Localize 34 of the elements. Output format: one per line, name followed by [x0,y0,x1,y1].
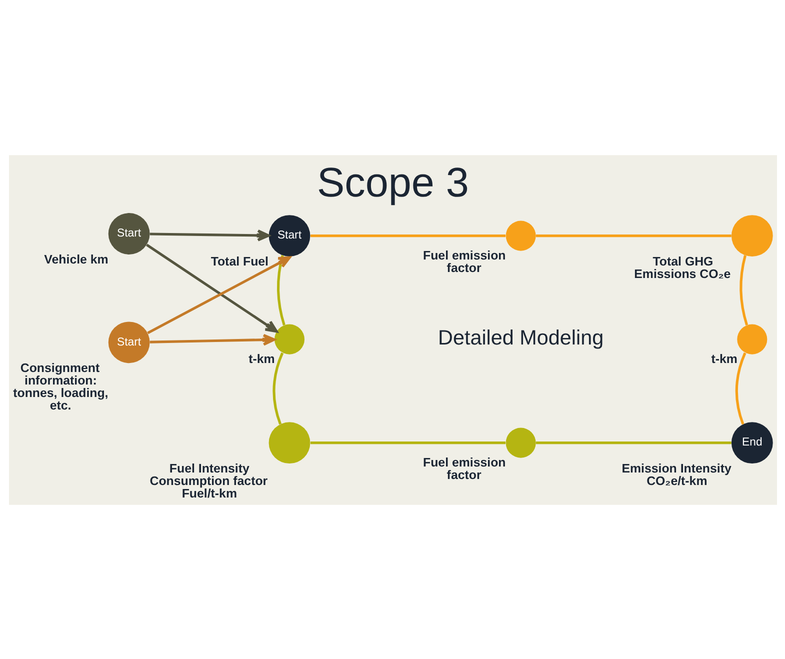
connector [734,352,746,424]
connector [535,441,731,444]
node-circle [505,220,536,250]
node-circle [505,427,536,458]
node-circle [730,214,772,256]
node-label: Vehicle km [44,252,108,266]
connector [310,441,506,444]
connector [310,234,506,237]
connector [535,234,731,237]
node-circle: Start [108,212,150,254]
node-label: Total GHG Emissions CO₂e [634,254,730,280]
label: Detailed Modeling [438,326,604,349]
node-label: Fuel emission factor [422,248,506,275]
node-label: Fuel Intensity Consumption factor Fuel/t-km [149,460,268,500]
node-circle: Start [268,214,310,256]
node-label: t-km [248,352,274,366]
node-circle [268,422,310,464]
connector [272,352,284,424]
node-label: Emission Intensity CO₂e/t-km [621,460,731,488]
node-label: Fuel emission factor [422,455,506,482]
node-label: Total Fuel [210,254,268,268]
node-circle [736,324,767,354]
node-circle: Start [108,321,150,363]
node-circle [274,324,304,354]
node-label: Consignment information: tonnes, loading, etc. [12,360,108,412]
node-label: t-km [710,352,737,366]
arrow [149,333,275,346]
connector [276,254,285,326]
connector [739,254,748,326]
node-circle: End [730,422,772,464]
arrow [146,256,290,334]
arrow [149,228,270,241]
diagram-title: Scope 3 [316,158,468,205]
arrow [146,243,278,332]
